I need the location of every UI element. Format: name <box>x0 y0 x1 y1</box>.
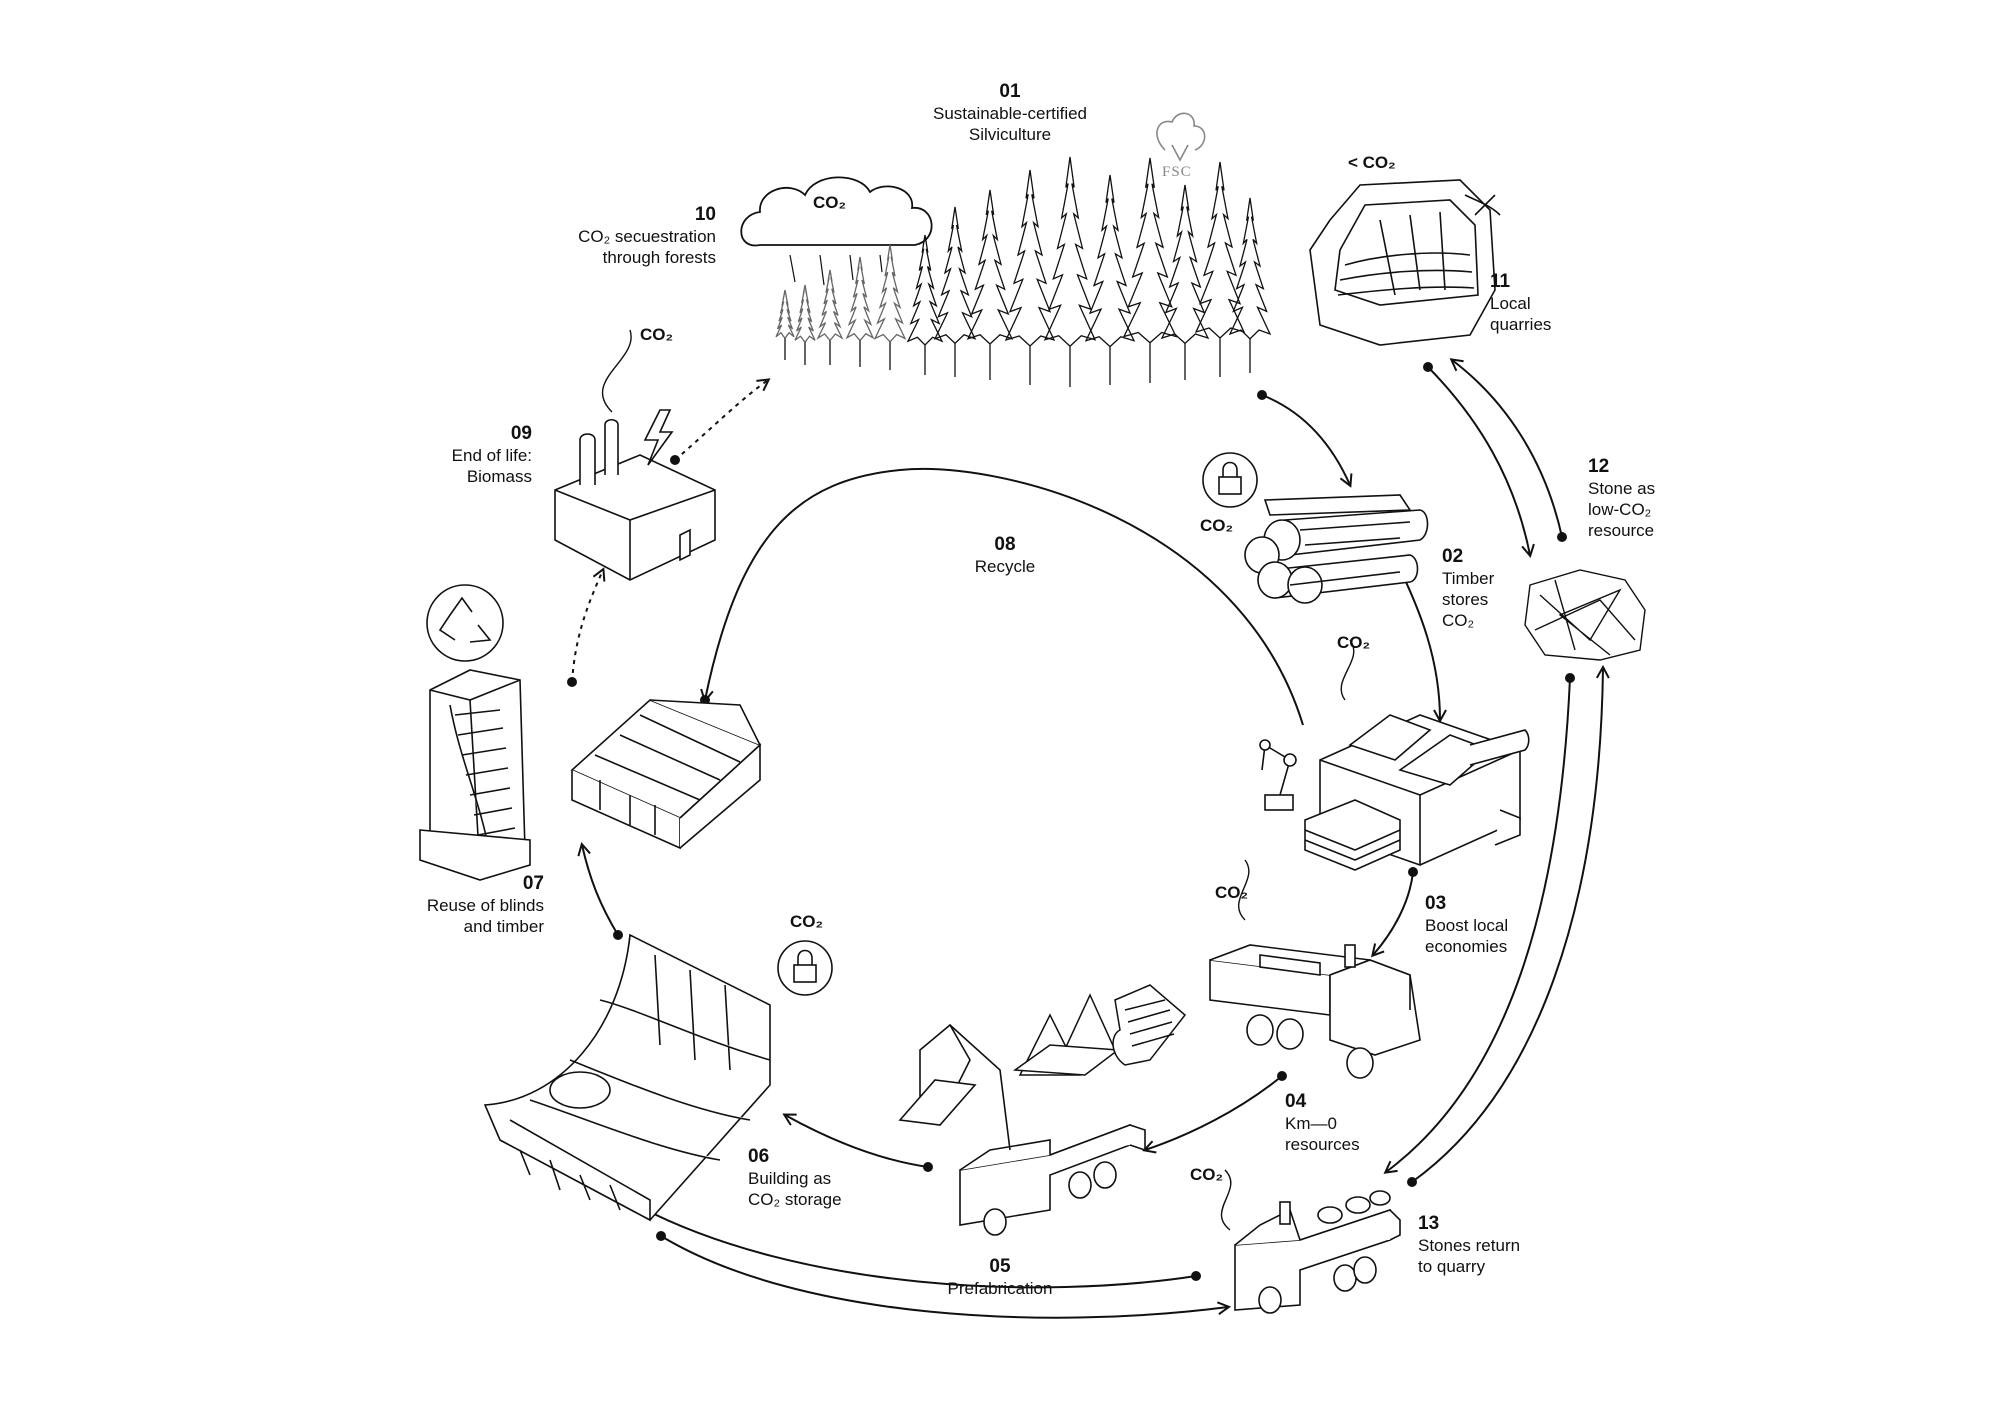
fsc-logo-text: FSC <box>1162 164 1192 180</box>
conifer-tree <box>933 206 977 345</box>
step-05-label: 05 Prefabrication <box>947 1256 1053 1298</box>
conifer-tree <box>794 284 816 344</box>
conifer-tree <box>1004 169 1056 347</box>
arrow-truck-to-prefab <box>1145 1075 1283 1150</box>
quarry-icon <box>1309 179 1496 346</box>
co2-cloud-label: CO₂ <box>813 193 847 212</box>
flow-arrows <box>567 360 1603 1319</box>
arrow-stone-truck-to-building <box>640 1207 1197 1289</box>
conifer-tree <box>775 289 795 340</box>
co2-rain <box>789 254 883 286</box>
blinds-facade-icon <box>419 669 531 881</box>
conifer-tree <box>816 269 844 342</box>
co2-quarry-label: < CO₂ <box>1348 153 1396 172</box>
crane-truck-icon <box>898 1023 1146 1236</box>
arrow-forest-to-timber <box>1261 394 1350 485</box>
building-icon <box>483 933 771 1222</box>
arrow-building-to-blinds <box>582 845 619 936</box>
step-07-label: 07 Reuse of blinds and timber <box>426 873 544 936</box>
forest-icon <box>775 156 1272 387</box>
co2-truck-label: CO₂ <box>1215 883 1249 902</box>
conifer-tree <box>873 244 907 343</box>
step-02-label: 02 Timber stores CO₂ <box>1442 546 1495 630</box>
arrow-stone-truck-to-stone <box>1411 668 1603 1183</box>
step-12-label: 12 Stone as low-CO₂ resource <box>1588 456 1656 540</box>
stone-icon <box>1524 569 1646 661</box>
conifer-tree <box>906 234 944 346</box>
conifer-tree <box>1122 157 1178 344</box>
step-03-label: 03 Boost local economies <box>1425 893 1509 956</box>
conifer-tree <box>966 189 1014 345</box>
conifer-tree <box>1228 197 1272 340</box>
truck-icon <box>1209 944 1421 1079</box>
arrow-stone-to-stone-truck <box>1386 677 1571 1172</box>
lock-icon <box>1202 452 1258 508</box>
step-08-label: 08 Recycle <box>974 534 1036 576</box>
arrow-biomass-to-forest <box>674 380 768 461</box>
arrow-greenhouse-to-biomass <box>571 570 603 683</box>
logs-icon <box>1244 494 1429 604</box>
arrow-quarry-to-stone <box>1427 366 1530 555</box>
prefab-panels-icon <box>1012 984 1187 1076</box>
conifer-tree <box>1084 174 1136 348</box>
step-13-label: 13 Stones return to quarry <box>1418 1213 1521 1276</box>
arrow-sawmill-to-truck <box>1373 871 1414 955</box>
co2-sawmill-label: CO₂ <box>1337 633 1371 652</box>
arrow-building-to-stone-truck <box>660 1235 1228 1319</box>
co2-timber-label: CO₂ <box>1200 516 1234 535</box>
sawmill-icon <box>1304 714 1530 871</box>
step-10-label: 10 CO₂ secuestration through forests <box>578 204 716 267</box>
arrow-prefab-to-building <box>785 1115 929 1168</box>
step-11-label: 11 Local quarries <box>1490 271 1552 334</box>
conifer-tree <box>845 256 875 342</box>
fsc-logo-icon <box>1156 112 1206 162</box>
step-09-label: 09 End of life: Biomass <box>451 423 532 486</box>
robot-arm-icon <box>1259 739 1297 811</box>
co2-building-label: CO₂ <box>790 912 824 931</box>
stone-truck-icon <box>1234 1190 1401 1314</box>
cloud-icon <box>740 176 933 247</box>
co2-stone-truck-label: CO₂ <box>1190 1165 1224 1184</box>
building-lock-icon <box>777 940 833 996</box>
pickaxe-icon <box>1464 194 1501 216</box>
step-04-label: 04 Km—0 resources <box>1285 1091 1360 1154</box>
arrow-recycle-arc <box>705 468 1304 726</box>
co2-biomass-label: CO₂ <box>640 325 674 344</box>
factory-icon <box>554 418 716 581</box>
step-06-label: 06 Building as CO₂ storage <box>748 1146 842 1209</box>
co2-smoke-lines <box>602 329 1355 1231</box>
arrow-timber-to-sawmill <box>1396 562 1440 720</box>
arrow-stone-to-quarry <box>1452 360 1563 538</box>
conifer-tree <box>1043 156 1097 348</box>
lightning-icon <box>643 409 674 466</box>
recycle-icon <box>426 584 504 662</box>
greenhouse-icon <box>570 699 762 850</box>
step-01-label: 01 Sustainable-certified Silviculture <box>932 81 1088 144</box>
